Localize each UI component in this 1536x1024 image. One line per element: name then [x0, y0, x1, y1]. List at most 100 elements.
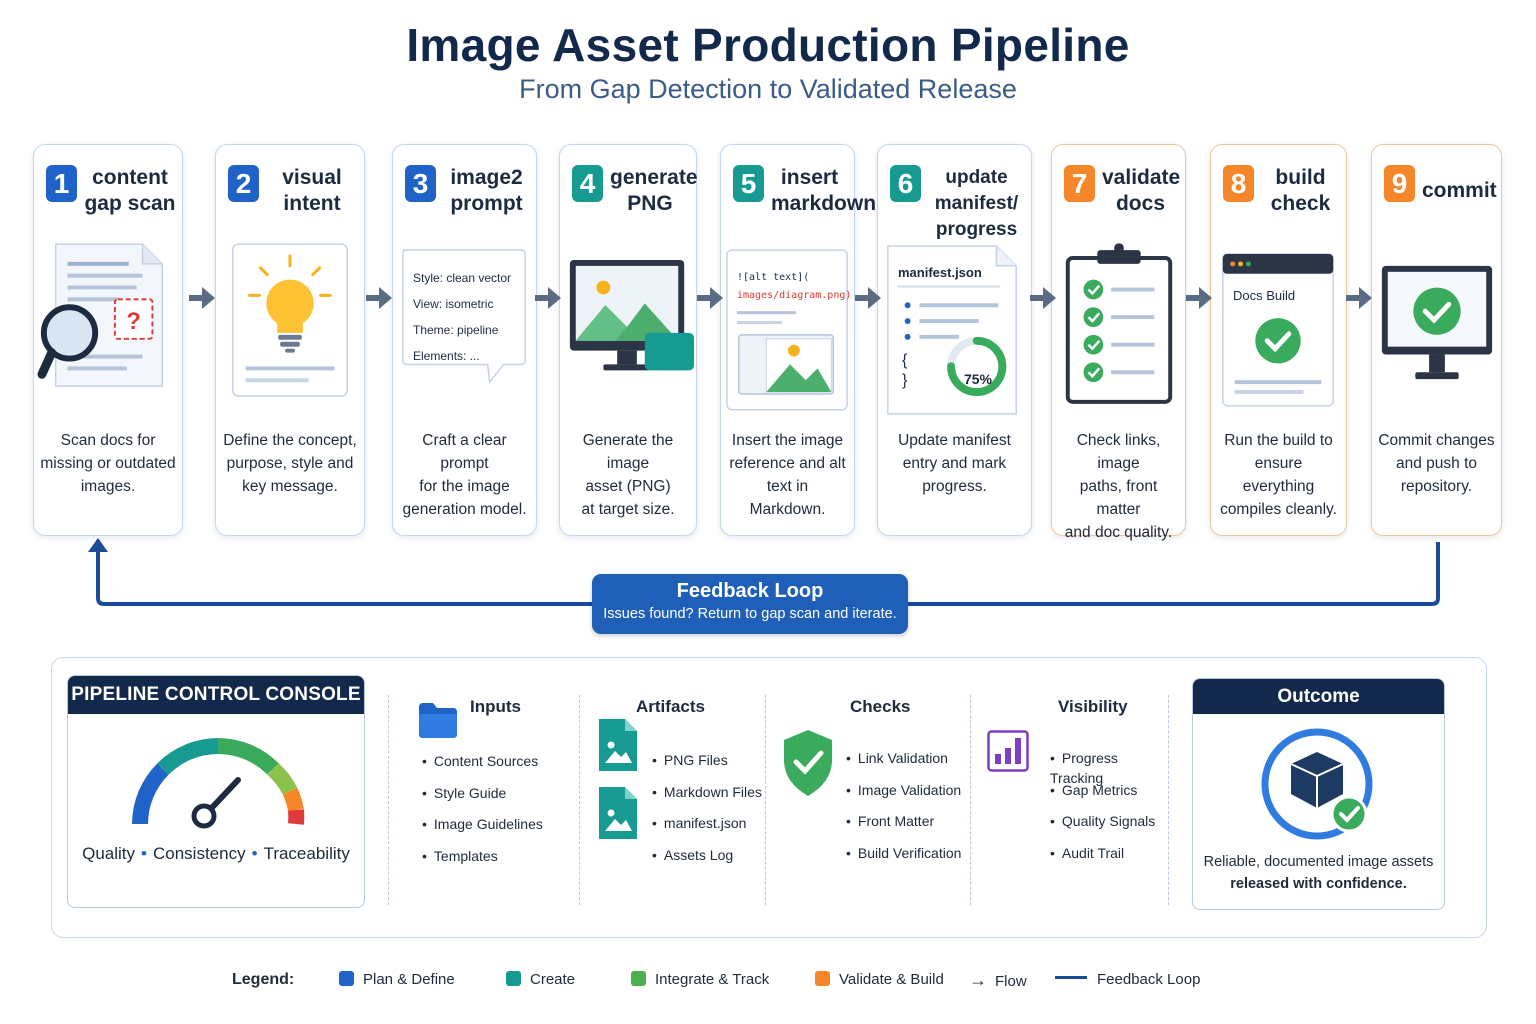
list-item: Assets Log: [652, 845, 762, 877]
panel-divider: [765, 695, 766, 905]
flow-arrow-icon: [855, 287, 881, 309]
png-badge: PNG: [649, 370, 693, 392]
clipboard-checklist-icon: [1065, 243, 1173, 404]
legend-label: Legend:: [232, 971, 295, 988]
list-item: Build Verification: [846, 843, 962, 875]
feedback-subtitle: Issues found? Return to gap scan and ite…: [603, 606, 897, 622]
list-item: Quality Signals: [1050, 811, 1170, 843]
flow-arrow-icon: [366, 287, 392, 309]
pipeline-control-console: PIPELINE CONTROL CONSOLE Quality•Consist…: [67, 675, 365, 908]
panel-title: Checks: [850, 697, 911, 716]
step-number-badge: 5: [733, 165, 764, 202]
prompt-card-icon: [402, 249, 526, 385]
monitor-image-icon: [569, 259, 695, 371]
svg-text:?: ?: [126, 309, 140, 335]
list-item: Style Guide: [422, 783, 543, 815]
integrate-swatch-icon: [631, 971, 646, 986]
list-item: Gap Metrics: [1050, 780, 1170, 812]
monitor-check-icon: [1381, 265, 1493, 380]
outcome-title: Outcome: [1193, 679, 1444, 714]
visibility-panel: Visibility Progress Tracking Gap Metrics…: [980, 683, 1170, 901]
legend-item-integrate: Integrate & Track: [631, 968, 769, 992]
console-tags: Quality•Consistency•Traceability: [82, 844, 350, 863]
folder-icon: [419, 703, 457, 738]
list-item: Templates: [422, 846, 543, 878]
step-number-badge: 3: [405, 165, 436, 202]
panel-list: Progress Tracking Gap Metrics Quality Si…: [1050, 748, 1170, 874]
page-title: Image Asset Production Pipeline: [406, 19, 1130, 71]
markdown-document-icon: [726, 249, 848, 411]
list-item: Image Guidelines: [422, 814, 543, 846]
validate-swatch-icon: [815, 971, 830, 986]
markdown-code-snippet: ![alt text]( images/diagram.png): [737, 272, 852, 301]
list-item: manifest.json: [652, 813, 762, 845]
list-item: Image Validation: [846, 780, 961, 812]
step-title: update manifest/progress: [934, 167, 1019, 240]
image-file-icon: [599, 719, 637, 839]
flow-arrow-icon: [1346, 287, 1372, 309]
step-number-badge: 4: [572, 165, 603, 202]
panel-divider: [579, 695, 580, 905]
legend: Legend: Plan & Define Create Integrate &…: [0, 968, 1536, 994]
legend-item-validate: Validate & Build: [815, 968, 944, 992]
panel-title: Artifacts: [636, 697, 705, 716]
list-item: PNG Files: [652, 750, 762, 782]
feedback-title: Feedback Loop: [676, 580, 824, 602]
legend-item-feedback: Feedback Loop: [1055, 968, 1200, 992]
create-swatch-icon: [506, 971, 521, 986]
lightbulb-icon: [232, 243, 348, 397]
panel-list: Link Validation Image Validation Front M…: [846, 748, 962, 875]
flow-arrow-icon: [189, 287, 215, 309]
list-item: Markdown Files: [652, 782, 762, 814]
step-number-badge: 8: [1223, 165, 1254, 202]
list-item: Audit Trail: [1050, 843, 1170, 875]
manifest-filename: manifest.json: [898, 265, 982, 280]
step-number-badge: 6: [890, 165, 921, 202]
feedback-loop-box: Feedback Loop Issues found? Return to ga…: [592, 574, 908, 634]
document-magnifier-icon: ?: [37, 243, 164, 387]
plan-swatch-icon: [339, 971, 354, 986]
panel-list: PNG Files Markdown Files manifest.json A…: [652, 750, 762, 876]
panel-divider: [388, 695, 389, 905]
build-window-title: Docs Build: [1233, 288, 1296, 303]
flow-arrow-icon: [1030, 287, 1056, 309]
list-item: Progress Tracking: [1050, 748, 1170, 786]
manifest-progress-icon: [887, 245, 1017, 415]
legend-item-plan: Plan & Define: [339, 968, 455, 992]
legend-item-flow: →Flow: [969, 970, 1027, 990]
panel-title: Inputs: [470, 697, 521, 716]
artifacts-panel: Artifacts PNG Files Markdown Files manif…: [590, 683, 762, 901]
outcome-box: Outcome Reliable, documented image asset…: [1192, 678, 1445, 910]
step-number-badge: 7: [1064, 165, 1095, 202]
list-item: Link Validation: [846, 748, 961, 780]
panel-list: Content Sources Style Guide Image Guidel…: [422, 751, 543, 877]
step-title: commit: [1422, 179, 1497, 202]
legend-item-create: Create: [506, 968, 575, 992]
list-item: Front Matter: [846, 811, 961, 843]
flow-arrow-icon: [535, 287, 561, 309]
console-title: PIPELINE CONTROL CONSOLE: [68, 676, 364, 714]
arrow-right-icon: →: [969, 970, 987, 990]
flow-arrow-icon: [697, 287, 723, 309]
